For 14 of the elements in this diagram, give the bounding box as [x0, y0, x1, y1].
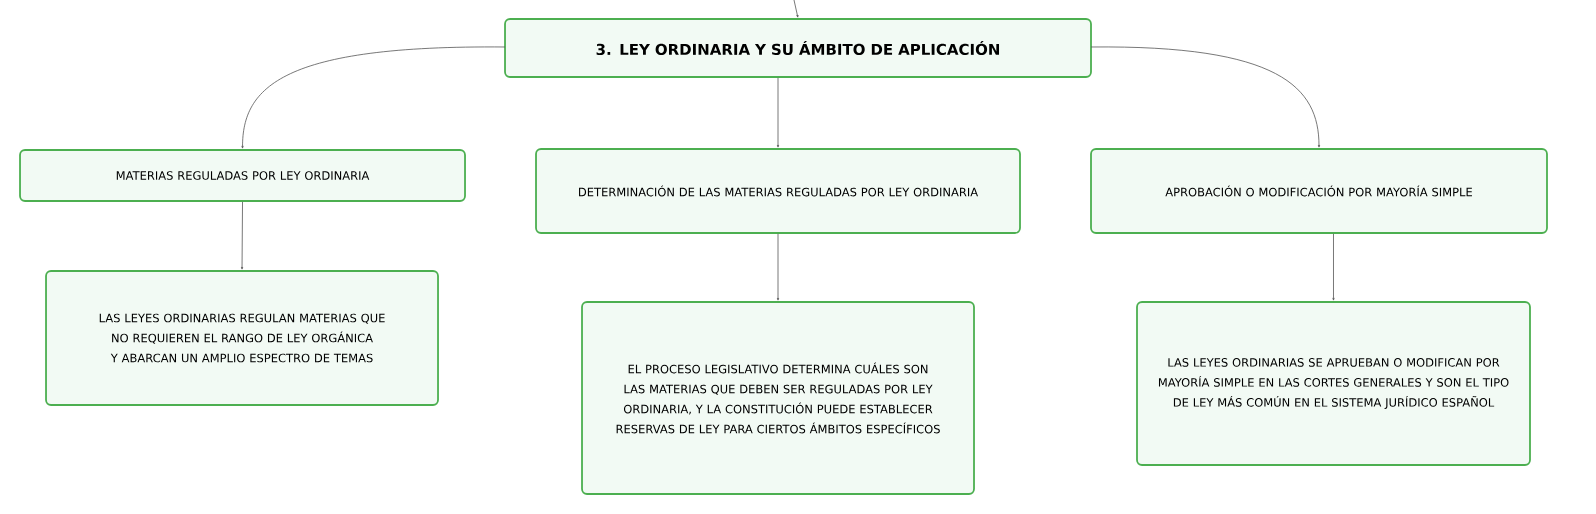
connector-arrow [241, 46, 506, 149]
connector-arrow [1090, 46, 1321, 148]
connector-arrow [776, 233, 780, 301]
connector-arrow [793, 0, 799, 18]
detail-box: LAS LEYES ORDINARIAS SE APRUEBAN O MODIFICAN POR MAYORÍA SIMPLE EN LAS CORTES GENERALES Y SON EL TIPO DE LEY MÁS COMÚN EN EL SISTEMA JURÍDICO ESPAÑOL [1136, 301, 1531, 466]
topic-box: APROBACIÓN O MODIFICACIÓN POR MAYORÍA SIMPLE [1090, 148, 1548, 234]
title-box: 3. LEY ORDINARIA Y SU ÁMBITO DE APLICACIÓN [504, 18, 1092, 78]
detail-box: LAS LEYES ORDINARIAS REGULAN MATERIAS QUE NO REQUIEREN EL RANGO DE LEY ORGÁNICA Y ABARCAN UN AMPLIO ESPECTRO DE TEMAS [45, 270, 439, 406]
topic-box: DETERMINACIÓN DE LAS MATERIAS REGULADAS POR LEY ORDINARIA [535, 148, 1021, 234]
connector-arrow [776, 77, 780, 148]
topic-box: MATERIAS REGULADAS POR LEY ORDINARIA [19, 149, 466, 202]
connector-arrow [1332, 233, 1335, 301]
detail-box: EL PROCESO LEGISLATIVO DETERMINA CUÁLES SON LAS MATERIAS QUE DEBEN SER REGULADAS POR LEY ORDINARIA, Y LA CONSTITUCIÓN PUEDE ESTABLECER RESERVAS DE LEY PARA CIERTOS ÁMBITOS ESPECÍFICOS [581, 301, 975, 495]
connector-arrow [240, 201, 244, 270]
